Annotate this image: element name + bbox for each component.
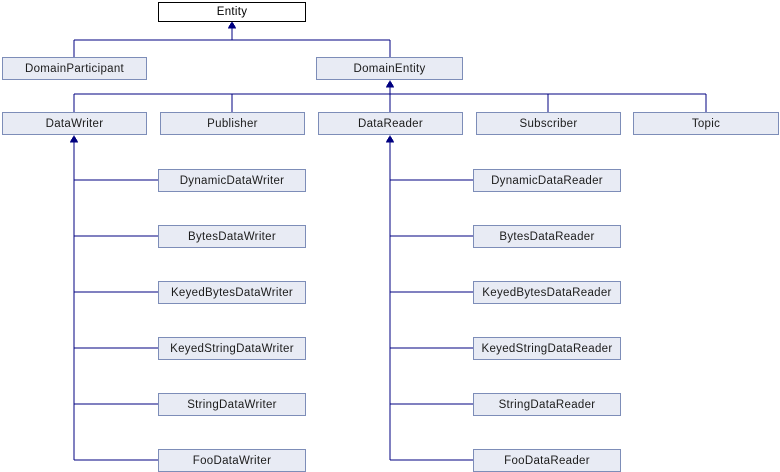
node-topic[interactable]: Topic <box>633 112 779 135</box>
node-keyedstringdatareader[interactable]: KeyedStringDataReader <box>473 337 621 360</box>
inheritance-arrowhead <box>69 135 79 143</box>
node-foodatawriter[interactable]: FooDataWriter <box>158 449 306 472</box>
node-keyedbytesdatareader[interactable]: KeyedBytesDataReader <box>473 281 621 304</box>
inheritance-arrowhead <box>227 21 237 29</box>
node-stringdatawriter[interactable]: StringDataWriter <box>158 393 306 416</box>
node-keyedbytesdatawriter[interactable]: KeyedBytesDataWriter <box>158 281 306 304</box>
node-domainentity[interactable]: DomainEntity <box>316 57 463 80</box>
node-stringdatareader[interactable]: StringDataReader <box>473 393 621 416</box>
inheritance-arrowhead <box>385 80 395 88</box>
node-bytesdatawriter[interactable]: BytesDataWriter <box>158 225 306 248</box>
node-entity: Entity <box>158 2 306 22</box>
node-dynamicdatareader[interactable]: DynamicDataReader <box>473 169 621 192</box>
node-dynamicdatawriter[interactable]: DynamicDataWriter <box>158 169 306 192</box>
node-foodatareader[interactable]: FooDataReader <box>473 449 621 472</box>
node-publisher[interactable]: Publisher <box>160 112 305 135</box>
inheritance-arrowhead <box>385 135 395 143</box>
node-bytesdatareader[interactable]: BytesDataReader <box>473 225 621 248</box>
edges-datareader-children <box>385 135 473 461</box>
node-domainparticipant[interactable]: DomainParticipant <box>2 57 147 80</box>
edges-domainentity-children <box>73 80 707 112</box>
node-datareader[interactable]: DataReader <box>318 112 463 135</box>
node-datawriter[interactable]: DataWriter <box>2 112 147 135</box>
edges-entity-children <box>73 21 391 57</box>
edges-datawriter-children <box>69 135 158 461</box>
node-subscriber[interactable]: Subscriber <box>476 112 621 135</box>
node-keyedstringdatawriter[interactable]: KeyedStringDataWriter <box>158 337 306 360</box>
